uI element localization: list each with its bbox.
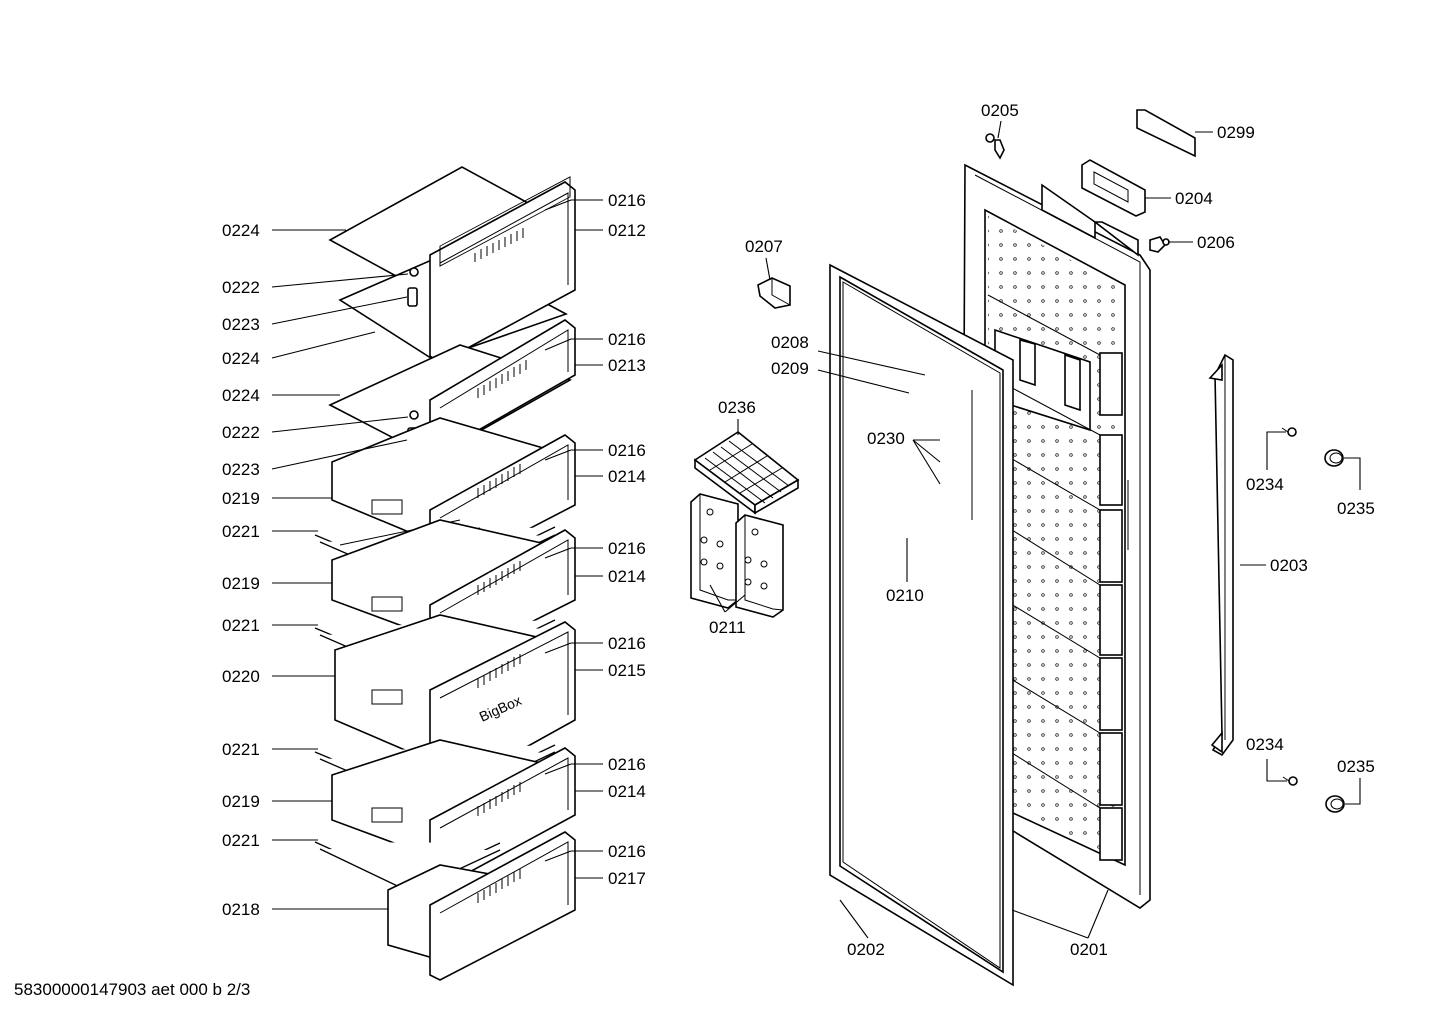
callout-label: 0207 [745,237,783,256]
door-gasket [829,263,1014,987]
cold-pack-right [735,514,784,618]
callout-label: 0223 [222,315,260,334]
callout-label: 0215 [608,661,646,680]
hinge-cap-top [985,133,1005,160]
callout-label: 0223 [222,460,260,479]
callout-label: 0224 [222,386,260,405]
callout-label: 0213 [608,356,646,375]
callout-label: 0299 [1217,123,1255,142]
callout-labels: 0224 0222 0223 0224 0224 0222 0223 0219 … [222,101,1375,959]
leader-lines [271,120,1361,939]
callout-label: 0210 [886,586,924,605]
ice-cube-tray [693,431,800,515]
callout-label: 0214 [608,782,646,801]
callout-label: 0235 [1337,499,1375,518]
hinge-cap-bottom [1149,236,1170,253]
callout-label: 0234 [1246,735,1284,754]
freezer-drawer-3 [331,739,576,889]
door-assembly [829,109,1345,987]
cold-pack-left [690,493,739,609]
callout-label: 0219 [222,489,260,508]
door-clip [757,277,791,309]
document-id: 58300000147903 aet 000 b 2/3 [14,980,251,999]
callout-label: 0236 [718,398,756,417]
callout-label: 0224 [222,221,260,240]
cover-cap-bottom [1325,795,1345,813]
callout-label: 0224 [222,349,260,368]
callout-label: 0206 [1197,233,1235,252]
callout-label: 0217 [608,869,646,888]
callout-label: 0204 [1175,189,1213,208]
callout-label: 0214 [608,567,646,586]
callout-label: 0216 [608,634,646,653]
callout-label: 0208 [771,333,809,352]
callout-label: 0222 [222,278,260,297]
rating-label [1136,109,1196,158]
cover-cap-top [1324,449,1344,467]
callout-label: 0214 [608,467,646,486]
callout-label: 0218 [222,900,260,919]
callout-label: 0221 [222,522,260,541]
callout-label: 0221 [222,616,260,635]
callout-label: 0209 [771,359,809,378]
callout-label: 0234 [1246,475,1284,494]
callout-label: 0219 [222,574,260,593]
callout-label: 0220 [222,667,260,686]
callout-label: 0216 [608,441,646,460]
side-handle [1208,353,1234,757]
mounting-pin-upper [407,267,419,307]
callout-label: 0230 [867,429,905,448]
screw-bottom [1282,776,1298,786]
callout-label: 0203 [1270,556,1308,575]
callout-label: 0201 [1070,940,1108,959]
callout-label: 0235 [1337,757,1375,776]
callout-label: 0211 [709,618,746,637]
screw-top [1281,427,1297,437]
callout-label: 0216 [608,842,646,861]
callout-label: 0216 [608,755,646,774]
callout-label: 0216 [608,191,646,210]
callout-label: 0222 [222,423,260,442]
callout-label: 0221 [222,831,260,850]
callout-label: 0212 [608,221,646,240]
freezer-flap-upper [429,176,576,364]
display-cover [1081,159,1146,217]
drawer-stack: BigBox [314,166,576,981]
callout-label: 0216 [608,539,646,558]
callout-label: 0205 [981,101,1019,120]
shelf-ribs [1099,352,1123,861]
callout-label: 0216 [608,330,646,349]
bottom-drawer [387,831,576,981]
callout-label: 0221 [222,740,260,759]
callout-label: 0219 [222,792,260,811]
callout-label: 0202 [847,940,885,959]
